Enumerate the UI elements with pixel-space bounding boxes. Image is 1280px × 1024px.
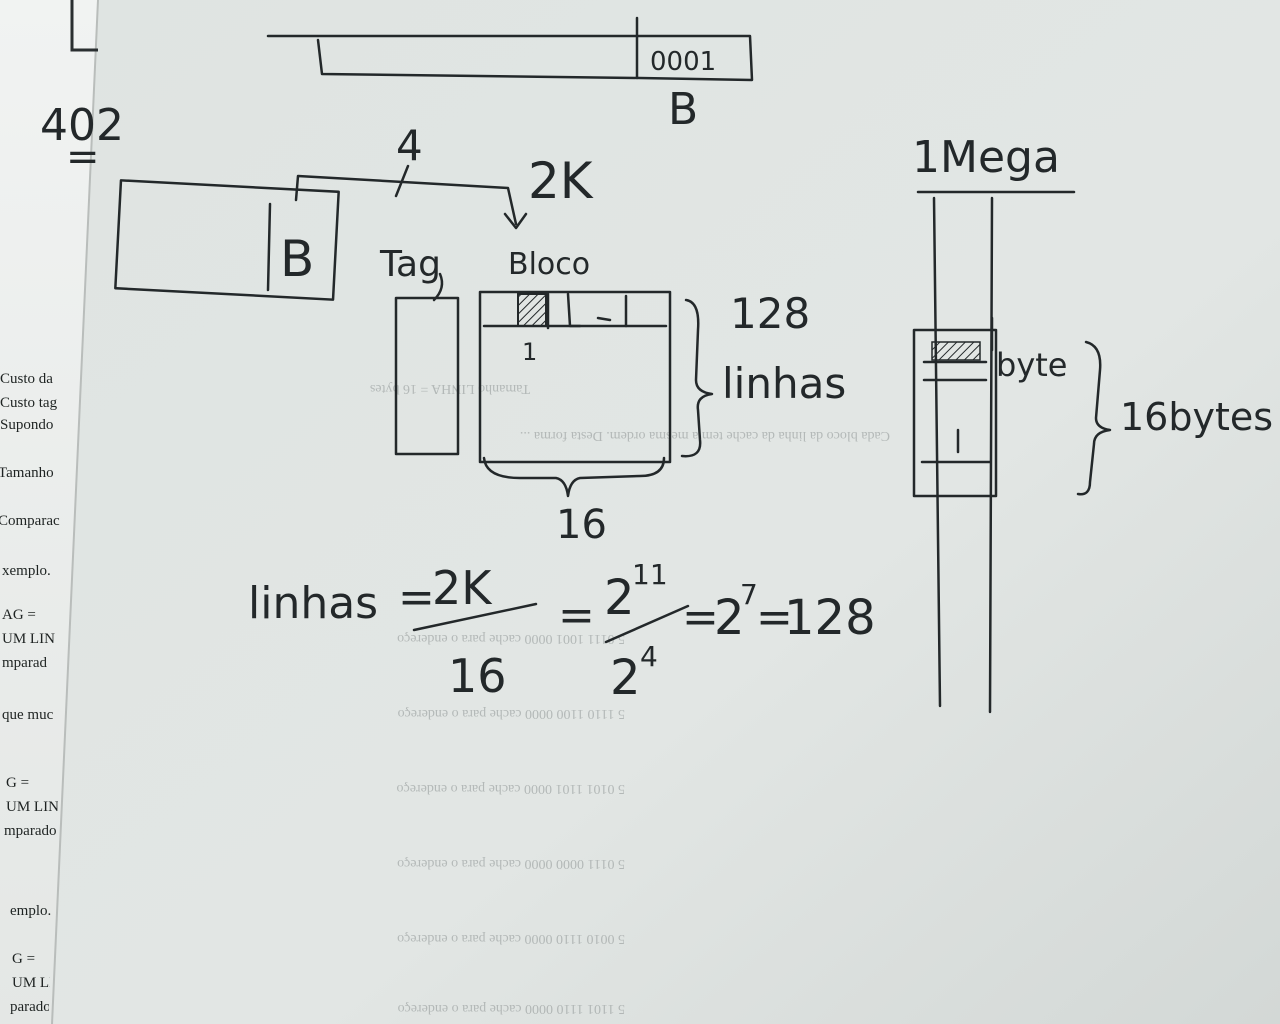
left-sheet-line: mparad [2, 656, 47, 671]
left-sheet-line: xemplo. [2, 564, 51, 579]
formula-denominator-2: 2 [610, 650, 641, 706]
formula-denominator: 16 [448, 649, 507, 703]
left-sheet-line: Comparac [0, 514, 60, 529]
svg-text:Tamanho LINHA = 16 bytes: Tamanho LINHA = 16 bytes [370, 381, 530, 396]
formula-eq-2: = [558, 590, 595, 641]
svg-text:5 1101 1110 0000 cache para o: 5 1101 1110 0000 cache para o endereço [398, 1001, 625, 1016]
formula-lhs: linhas [248, 578, 378, 629]
left-sheet-line: AG = [2, 608, 36, 623]
tag-label: Tag [379, 244, 441, 285]
svg-text:Cada bloco da linha da cache t: Cada bloco da linha da cache tem a mesma… [520, 428, 890, 443]
left-scribble-eq: = [66, 134, 100, 180]
cache-size-label: 2K [528, 152, 594, 210]
memory-size-label: 1Mega [912, 132, 1060, 183]
formula-denominator-2-exp: 4 [640, 640, 658, 673]
bytes-label: 16bytes [1120, 395, 1273, 439]
svg-text:5 0101 1101 0000 cache para o: 5 0101 1101 0000 cache para o endereço [397, 781, 625, 796]
block-width-label: 16 [556, 502, 607, 548]
svg-text:5 0010 1110 0000 cache para o: 5 0010 1110 0000 cache para o endereço [397, 931, 625, 946]
left-sheet-line: Custo tag [0, 396, 57, 411]
left-sheet-line: G = [12, 952, 35, 967]
left-sheet-line: UM LIN [2, 632, 55, 647]
selected-byte-cell [932, 342, 980, 360]
svg-text:5 0111 0000 0000 cache para o: 5 0111 0000 0000 cache para o endereço [397, 856, 625, 871]
formula-numerator-2: 2 [604, 570, 635, 626]
svg-text:5 1110 1100 0000 cache para o: 5 1110 1100 0000 cache para o endereço [398, 706, 625, 721]
left-sheet-line: Custo da [0, 372, 53, 387]
left-sheet-line: parado [10, 1000, 49, 1015]
left-sheet-line: Tamanho [0, 466, 54, 481]
formula-eq-1: = [398, 572, 435, 623]
left-sheet-line: que muc [2, 708, 53, 723]
formula-numerator-2-exp: 11 [632, 558, 668, 591]
left-sheet-line: Supondo [0, 418, 53, 433]
block-index-label: 1 [522, 338, 537, 366]
rows-count-label: 128 [730, 289, 810, 338]
main-paper-sheet [52, 0, 1280, 1024]
left-sheet-line: mparado [4, 824, 56, 839]
byte-label: byte [996, 346, 1067, 384]
offset-bits-label: 4 [396, 121, 423, 170]
formula-result: 128 [784, 590, 876, 646]
address-field-value: 0001 [650, 47, 716, 77]
left-sheet-line: G = [6, 776, 29, 791]
left-sheet-line: UM LIN [6, 800, 58, 815]
rows-label: linhas [722, 359, 846, 408]
register-field-label: B [280, 230, 314, 288]
block-label: Bloco [508, 247, 590, 282]
address-field-label: B [668, 84, 698, 135]
left-sheet-line: emplo. [10, 904, 51, 919]
left-sheet-line: UM LIN [12, 976, 50, 991]
selected-block-cell [518, 294, 546, 326]
formula-numerator: 2K [432, 561, 493, 615]
